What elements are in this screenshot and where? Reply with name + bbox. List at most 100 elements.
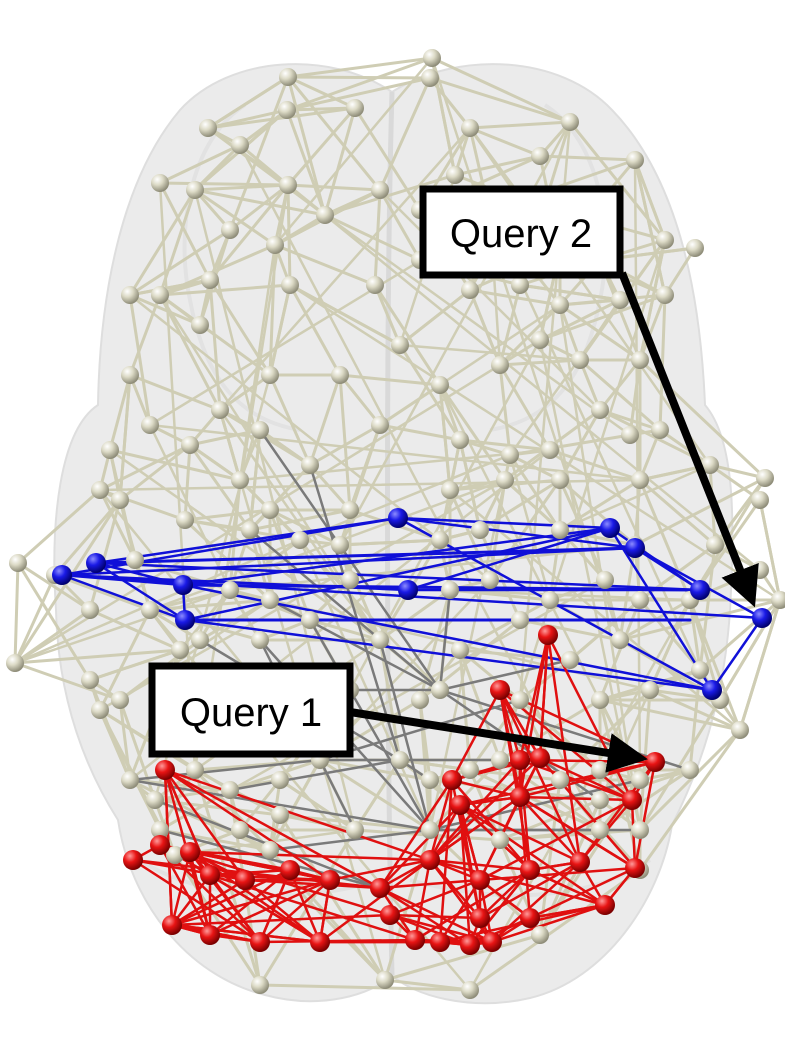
network-node: [251, 421, 269, 439]
network-node: [191, 316, 209, 334]
background-edge: [148, 478, 507, 612]
background-edge: [98, 488, 137, 562]
query-1-edge: [163, 768, 432, 862]
background-edge: [468, 288, 562, 307]
network-node: [656, 286, 674, 304]
network-node: [531, 147, 549, 165]
query-1-node: [460, 935, 480, 955]
background-edge: [578, 358, 662, 432]
query-1-edge: [378, 778, 454, 890]
network-node: [279, 176, 297, 194]
background-edge: [378, 303, 562, 427]
network-node: [278, 101, 296, 119]
background-edge: [618, 543, 637, 642]
query-1-edge: [170, 923, 322, 944]
background-edge: [548, 448, 642, 482]
network-nodes: [6, 49, 785, 999]
network-node: [441, 481, 459, 499]
dark-edge: [438, 588, 452, 692]
query-2-node: [175, 610, 195, 630]
network-node: [631, 351, 649, 369]
background-edge: [118, 443, 192, 502]
network-node: [121, 366, 139, 384]
network-node: [271, 771, 289, 789]
background-edge: [558, 688, 652, 782]
network-node: [686, 239, 704, 257]
background-edge: [285, 56, 434, 112]
background-edge: [353, 106, 422, 212]
network-node: [551, 471, 569, 489]
network-node: [9, 554, 27, 572]
query-1-node: [180, 842, 200, 862]
query-1-node: [622, 790, 642, 810]
network-node: [631, 771, 649, 789]
query-2-node: [625, 538, 645, 558]
query-2-node: [86, 553, 106, 573]
query-1-node: [310, 932, 330, 952]
query-1-edge: [170, 878, 332, 927]
query-1-edge: [188, 850, 247, 882]
background-edge: [633, 476, 767, 547]
query-2-callout: Query 2: [419, 185, 759, 608]
network-node: [481, 571, 499, 589]
network-node: [186, 761, 204, 779]
background-edge: [238, 143, 602, 832]
dark-edge: [438, 688, 602, 802]
network-node: [201, 271, 219, 289]
background-edge: [286, 75, 432, 80]
background-edge: [308, 618, 382, 642]
network-node: [81, 601, 99, 619]
query-2-node: [690, 580, 710, 600]
background-edge: [13, 648, 182, 665]
network-node: [366, 276, 384, 294]
background-edge: [308, 373, 342, 467]
query-1-edge: [413, 868, 532, 942]
network-node: [341, 501, 359, 519]
background-edge: [188, 443, 242, 482]
network-node: [176, 511, 194, 529]
query-1-node: [420, 850, 440, 870]
query-1-edge: [378, 886, 494, 944]
background-edge: [13, 561, 20, 665]
network-node: [221, 781, 239, 799]
network-node: [121, 771, 139, 789]
network-node: [511, 611, 529, 629]
network-node: [461, 281, 479, 299]
network-node: [451, 641, 469, 659]
background-edge: [118, 498, 137, 562]
background-edge: [488, 478, 562, 582]
network-node: [126, 551, 144, 569]
query-1-node: [538, 625, 558, 645]
background-edge: [286, 106, 357, 187]
background-edge: [378, 423, 462, 442]
query-2-edge: [183, 618, 714, 692]
query-1-edge: [428, 858, 607, 907]
query-1-edge: [438, 878, 482, 944]
background-edge: [128, 373, 222, 412]
network-node: [631, 471, 649, 489]
query-1-node: [200, 925, 220, 945]
network-node: [596, 571, 614, 589]
query-1-node: [250, 932, 270, 952]
background-edge: [273, 243, 377, 287]
query-1-edge: [428, 795, 522, 862]
background-edge: [438, 383, 452, 492]
background-edge: [108, 373, 132, 452]
network-node: [331, 366, 349, 384]
background-edge: [53, 498, 122, 577]
background-edge: [628, 358, 642, 437]
background-edge: [158, 181, 212, 282]
query-2-node: [600, 518, 620, 538]
background-edge: [430, 56, 572, 124]
query-1-edge: [208, 873, 322, 944]
query-1-edge: [468, 868, 532, 947]
network-node: [141, 416, 159, 434]
network-node: [423, 49, 441, 67]
dark-edge: [268, 598, 442, 692]
network-node: [199, 119, 217, 137]
network-node: [391, 336, 409, 354]
background-edge: [458, 438, 482, 532]
query-1-edge: [458, 803, 607, 907]
background-edge: [498, 363, 512, 457]
